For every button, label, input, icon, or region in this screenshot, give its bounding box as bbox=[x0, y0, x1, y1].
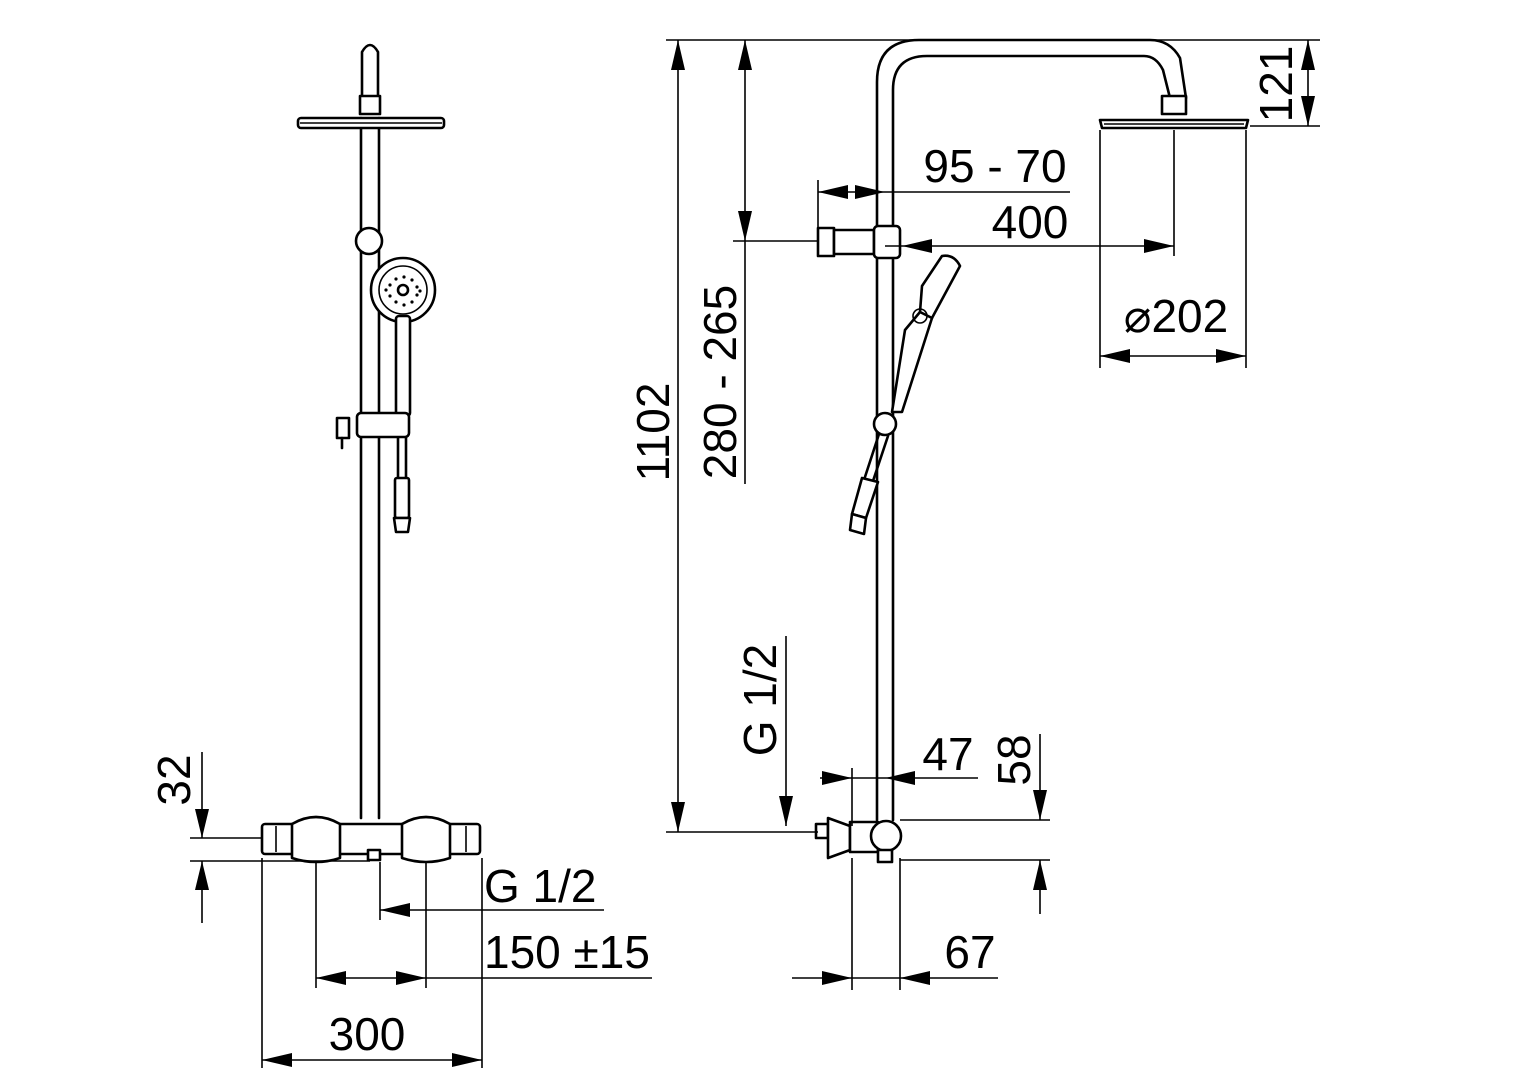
side-wall-bracket bbox=[816, 224, 902, 260]
side-dimension-1102: 1102 bbox=[627, 39, 1100, 833]
side-dimension-47: 47 bbox=[820, 728, 978, 826]
side-hose bbox=[848, 432, 890, 536]
dim-label-total-height: 1102 bbox=[627, 383, 679, 482]
front-hose bbox=[392, 436, 412, 534]
dim-label-head-diameter: ⌀202 bbox=[1124, 290, 1228, 342]
front-view: 32 G 1/2 150 ±15 300 bbox=[148, 43, 652, 1068]
side-dimension-67: 67 bbox=[792, 858, 998, 990]
dim-label-side-height: 58 bbox=[988, 734, 1040, 785]
front-glide-ball bbox=[354, 226, 384, 256]
side-dimension-202: ⌀202 bbox=[1099, 130, 1247, 368]
side-head-connector bbox=[1160, 94, 1188, 116]
side-view: 1102 280 - 265 95 - 70 400 bbox=[627, 38, 1320, 990]
dim-label-front-spacing: 150 ±15 bbox=[484, 926, 650, 978]
dim-label-side-thread: G 1/2 bbox=[734, 644, 786, 757]
dim-label-side-depth: 67 bbox=[944, 926, 995, 978]
side-dimension-58: 58 bbox=[900, 734, 1050, 914]
front-hand-shower-handle bbox=[394, 314, 412, 418]
side-glide-ball bbox=[872, 411, 898, 437]
front-dimension-thread: G 1/2 bbox=[379, 860, 604, 920]
dim-label-holder-offset: 95 - 70 bbox=[923, 140, 1066, 192]
side-dimension-thread: G 1/2 bbox=[734, 636, 793, 826]
dim-label-head-height: 121 bbox=[1250, 46, 1302, 123]
side-hand-shower bbox=[890, 254, 962, 414]
front-hand-shower-head bbox=[369, 256, 437, 324]
dim-label-head-projection: 400 bbox=[992, 196, 1069, 248]
dim-label-32: 32 bbox=[148, 754, 200, 805]
front-dimension-32: 32 bbox=[148, 752, 370, 923]
side-mixer bbox=[814, 816, 903, 864]
front-head-connector bbox=[358, 94, 382, 116]
dim-label-front-thread: G 1/2 bbox=[484, 860, 597, 912]
side-dimension-121: 121 bbox=[1150, 39, 1320, 127]
side-dimension-400: 400 bbox=[885, 130, 1175, 256]
dim-label-front-width: 300 bbox=[329, 1008, 406, 1060]
front-dimension-300: 300 bbox=[261, 858, 483, 1068]
side-dimension-95-70: 95 - 70 bbox=[817, 140, 1070, 228]
front-dimension-150: 150 ±15 bbox=[315, 862, 652, 988]
front-top-arm bbox=[360, 43, 380, 107]
dim-label-holder-height: 280 - 265 bbox=[694, 285, 746, 479]
front-riser-pipe bbox=[359, 116, 381, 820]
dim-label-side-inlet: 47 bbox=[922, 728, 973, 780]
front-slider-holder bbox=[335, 411, 411, 450]
side-dimension-280-265: 280 - 265 bbox=[694, 40, 818, 484]
front-thermostat-mixer bbox=[260, 815, 482, 864]
side-overhead-shower-plate bbox=[1098, 118, 1250, 130]
